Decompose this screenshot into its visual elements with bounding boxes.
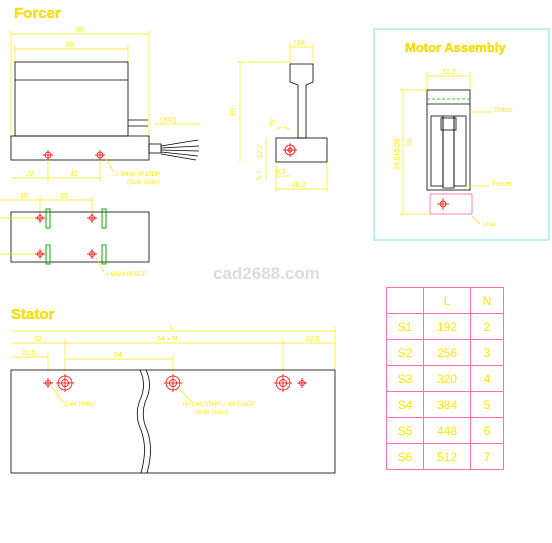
table-header-row: L N	[386, 287, 504, 314]
stator-break-line	[142, 369, 151, 474]
bottom-tap-note: 4-M5x0.8P,8DP	[105, 272, 147, 278]
table-cell: 7	[470, 443, 504, 470]
table-cell: 3	[470, 339, 504, 366]
side-h1-label: 12.2	[257, 144, 264, 158]
forcer-tap-note-sub: (Both Sides)	[127, 180, 160, 186]
motor-assembly-title: Motor Assembly	[405, 40, 506, 55]
stator-pitch-label: 64	[114, 352, 122, 359]
stator-title: Stator	[11, 306, 55, 323]
side-h2-label: 5.7	[257, 170, 264, 180]
table-row: S2 256 3	[386, 339, 504, 366]
forcer-tap-note: 2-M4x0.7P,10DP	[115, 172, 160, 178]
bottom-dim-a: 10	[20, 193, 28, 200]
table-cell: 448	[423, 417, 471, 444]
table-cell: 4	[470, 365, 504, 392]
assembly-stator-section	[426, 89, 471, 191]
table-row: S5 448 6	[386, 417, 504, 444]
forcer-cable-gland	[148, 143, 162, 154]
table-cell: 320	[423, 365, 471, 392]
table-row: S6 512 7	[386, 443, 504, 470]
stator-body	[10, 369, 336, 474]
assembly-forcer-label: Forcer	[492, 181, 513, 188]
stator-right-offset-label: 22.5	[306, 336, 320, 343]
table-cell: 512	[423, 443, 471, 470]
forcer-overall-width-label: 80	[76, 27, 84, 34]
forcer-side-base	[275, 137, 328, 163]
assembly-forcer-block	[429, 193, 473, 215]
watermark: cad2688.com	[213, 264, 320, 283]
forcer-body	[14, 61, 129, 137]
bottom-slots	[45, 208, 107, 265]
stator-left-offset-label: 32	[34, 336, 42, 343]
table-cell: 6	[470, 417, 504, 444]
stator-size-table: L N S1 192 2 S2 256 3 S3 320 4 S4 384 5 …	[386, 287, 504, 470]
assembly-offset-label: 1max	[482, 222, 497, 228]
forcer-side-profile	[289, 63, 314, 139]
table-cell: 256	[423, 339, 471, 366]
table-cell: S2	[386, 339, 424, 366]
stator-break-line	[136, 369, 145, 474]
assembly-stator-label: Stator	[494, 107, 513, 114]
side-w1-label: 8.2	[276, 169, 286, 176]
assembly-width-label: 31.2	[442, 69, 456, 76]
bottom-dim-b: 32	[60, 193, 68, 200]
motor-assembly-frame	[373, 28, 550, 241]
assembly-gap-label: 24.5±0.05	[394, 139, 401, 170]
forcer-bottom-plate	[10, 211, 150, 263]
assembly-forcer-section	[440, 115, 457, 189]
table-cell: 5	[470, 391, 504, 418]
stator-length-label: L	[170, 324, 174, 331]
table-row: S3 320 4	[386, 365, 504, 392]
stator-thru-holes	[43, 378, 307, 388]
table-row: S1 192 2	[386, 313, 504, 340]
table-header-cell	[386, 287, 424, 314]
forcer-inner-width-label: 68	[66, 42, 74, 49]
side-height-label: 80	[230, 108, 237, 116]
bottom-tap-holes	[35, 213, 97, 259]
table-header-cell: L	[423, 287, 471, 314]
stator-thru-note: 2-ø4 THRU	[64, 402, 95, 408]
side-w2-label: 28.2	[292, 182, 306, 189]
stator-cbore-note: N+1-ø5.5THRU, ø9.5x8DP	[183, 402, 255, 408]
table-cell: S3	[386, 365, 424, 392]
table-cell: 192	[423, 313, 471, 340]
forcer-hole-spacing-a: 22	[26, 171, 34, 178]
forcer-cable-wires	[160, 139, 200, 161]
forcer-title: Forcer	[14, 5, 61, 22]
stator-pitch-count-label: 64 x N	[157, 336, 177, 343]
forcer-hole-spacing-b: 32	[70, 171, 78, 178]
stator-first-hole-label: 22.5	[22, 350, 36, 357]
table-row: S4 384 5	[386, 391, 504, 418]
side-angle-label: 45	[268, 118, 278, 128]
forcer-cable-length-label: (300)	[160, 117, 176, 124]
table-cell: S4	[386, 391, 424, 418]
stator-cbore-note-sub: (Both Sides)	[195, 410, 228, 416]
table-cell: 2	[470, 313, 504, 340]
table-cell: S1	[386, 313, 424, 340]
side-top-width-label: (14)	[294, 40, 306, 47]
table-cell: S5	[386, 417, 424, 444]
assembly-height-label: 65	[407, 138, 414, 146]
table-cell: S6	[386, 443, 424, 470]
table-header-cell: N	[470, 287, 504, 314]
table-cell: 384	[423, 391, 471, 418]
forcer-base-plate	[10, 135, 150, 161]
stator-counterbore-holes	[56, 374, 292, 392]
